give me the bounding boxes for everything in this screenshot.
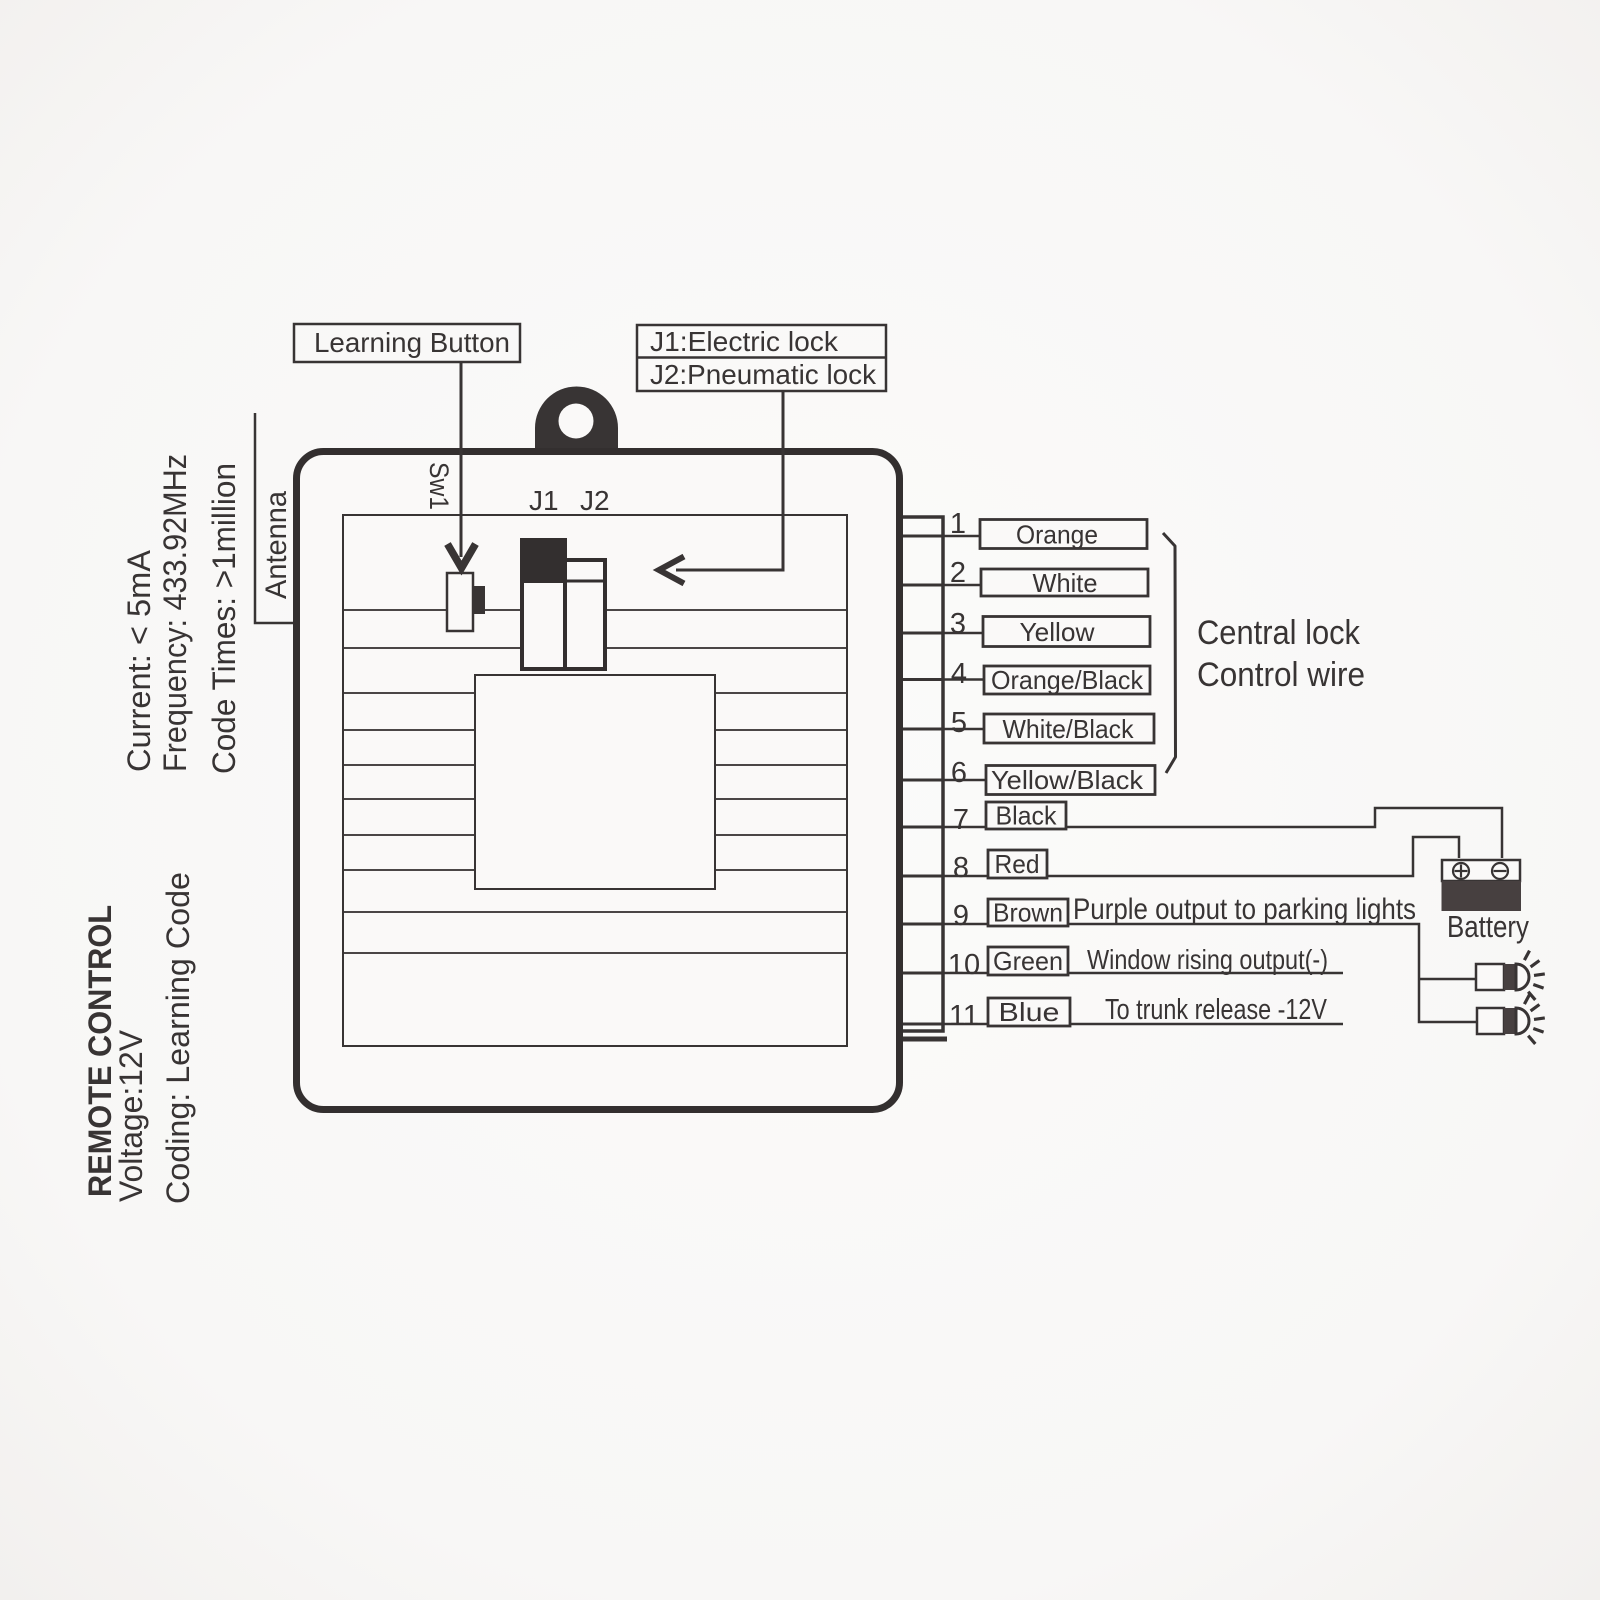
svg-text:J2:Pneumatic lock: J2:Pneumatic lock <box>650 359 877 390</box>
svg-text:Coding: Learning Code: Coding: Learning Code <box>160 872 196 1204</box>
svg-text:Yellow/Black: Yellow/Black <box>991 765 1144 795</box>
svg-text:Current: < 5mA: Current: < 5mA <box>121 549 157 772</box>
svg-text:Red: Red <box>995 849 1040 879</box>
svg-text:8: 8 <box>953 852 969 884</box>
svg-text:Central lock: Central lock <box>1197 614 1361 652</box>
svg-text:9: 9 <box>953 900 969 932</box>
svg-text:Control wire: Control wire <box>1197 656 1365 694</box>
svg-text:J1:Electric lock: J1:Electric lock <box>650 326 839 357</box>
svg-text:J1: J1 <box>529 485 559 516</box>
svg-text:11: 11 <box>949 1000 979 1032</box>
svg-text:6: 6 <box>951 757 967 789</box>
svg-text:Brown: Brown <box>993 898 1063 928</box>
svg-text:Battery: Battery <box>1447 909 1529 944</box>
svg-text:3: 3 <box>950 608 966 640</box>
svg-text:J2: J2 <box>580 485 610 516</box>
svg-text:5: 5 <box>951 707 967 739</box>
svg-text:Learning Button: Learning Button <box>314 327 510 358</box>
svg-text:Purple output to parking light: Purple output to parking lights <box>1073 893 1416 926</box>
svg-text:Blue: Blue <box>999 997 1060 1027</box>
svg-text:REMOTE CONTROL: REMOTE CONTROL <box>82 905 118 1197</box>
svg-text:Yellow: Yellow <box>1020 617 1095 647</box>
svg-text:Orange: Orange <box>1016 520 1098 550</box>
svg-text:Voltage:12V: Voltage:12V <box>113 1029 149 1202</box>
svg-text:Orange/Black: Orange/Black <box>991 665 1144 695</box>
svg-text:White/Black: White/Black <box>1003 714 1135 744</box>
svg-text:1: 1 <box>950 508 966 540</box>
svg-text:Frequency: 433.92MHz: Frequency: 433.92MHz <box>157 454 193 772</box>
svg-text:Window rising output(-): Window rising output(-) <box>1087 944 1328 975</box>
svg-text:Green: Green <box>993 946 1063 976</box>
svg-text:Code Times: >1million: Code Times: >1million <box>206 463 242 774</box>
svg-text:Black: Black <box>996 801 1058 831</box>
svg-text:To trunk release -12V: To trunk release -12V <box>1105 994 1328 1026</box>
svg-text:Sw1: Sw1 <box>424 462 454 510</box>
svg-text:White: White <box>1033 568 1098 598</box>
svg-text:10: 10 <box>948 949 980 981</box>
svg-text:Antenna: Antenna <box>260 491 293 599</box>
svg-text:4: 4 <box>951 658 967 690</box>
svg-text:2: 2 <box>950 557 966 589</box>
svg-text:7: 7 <box>953 804 969 836</box>
